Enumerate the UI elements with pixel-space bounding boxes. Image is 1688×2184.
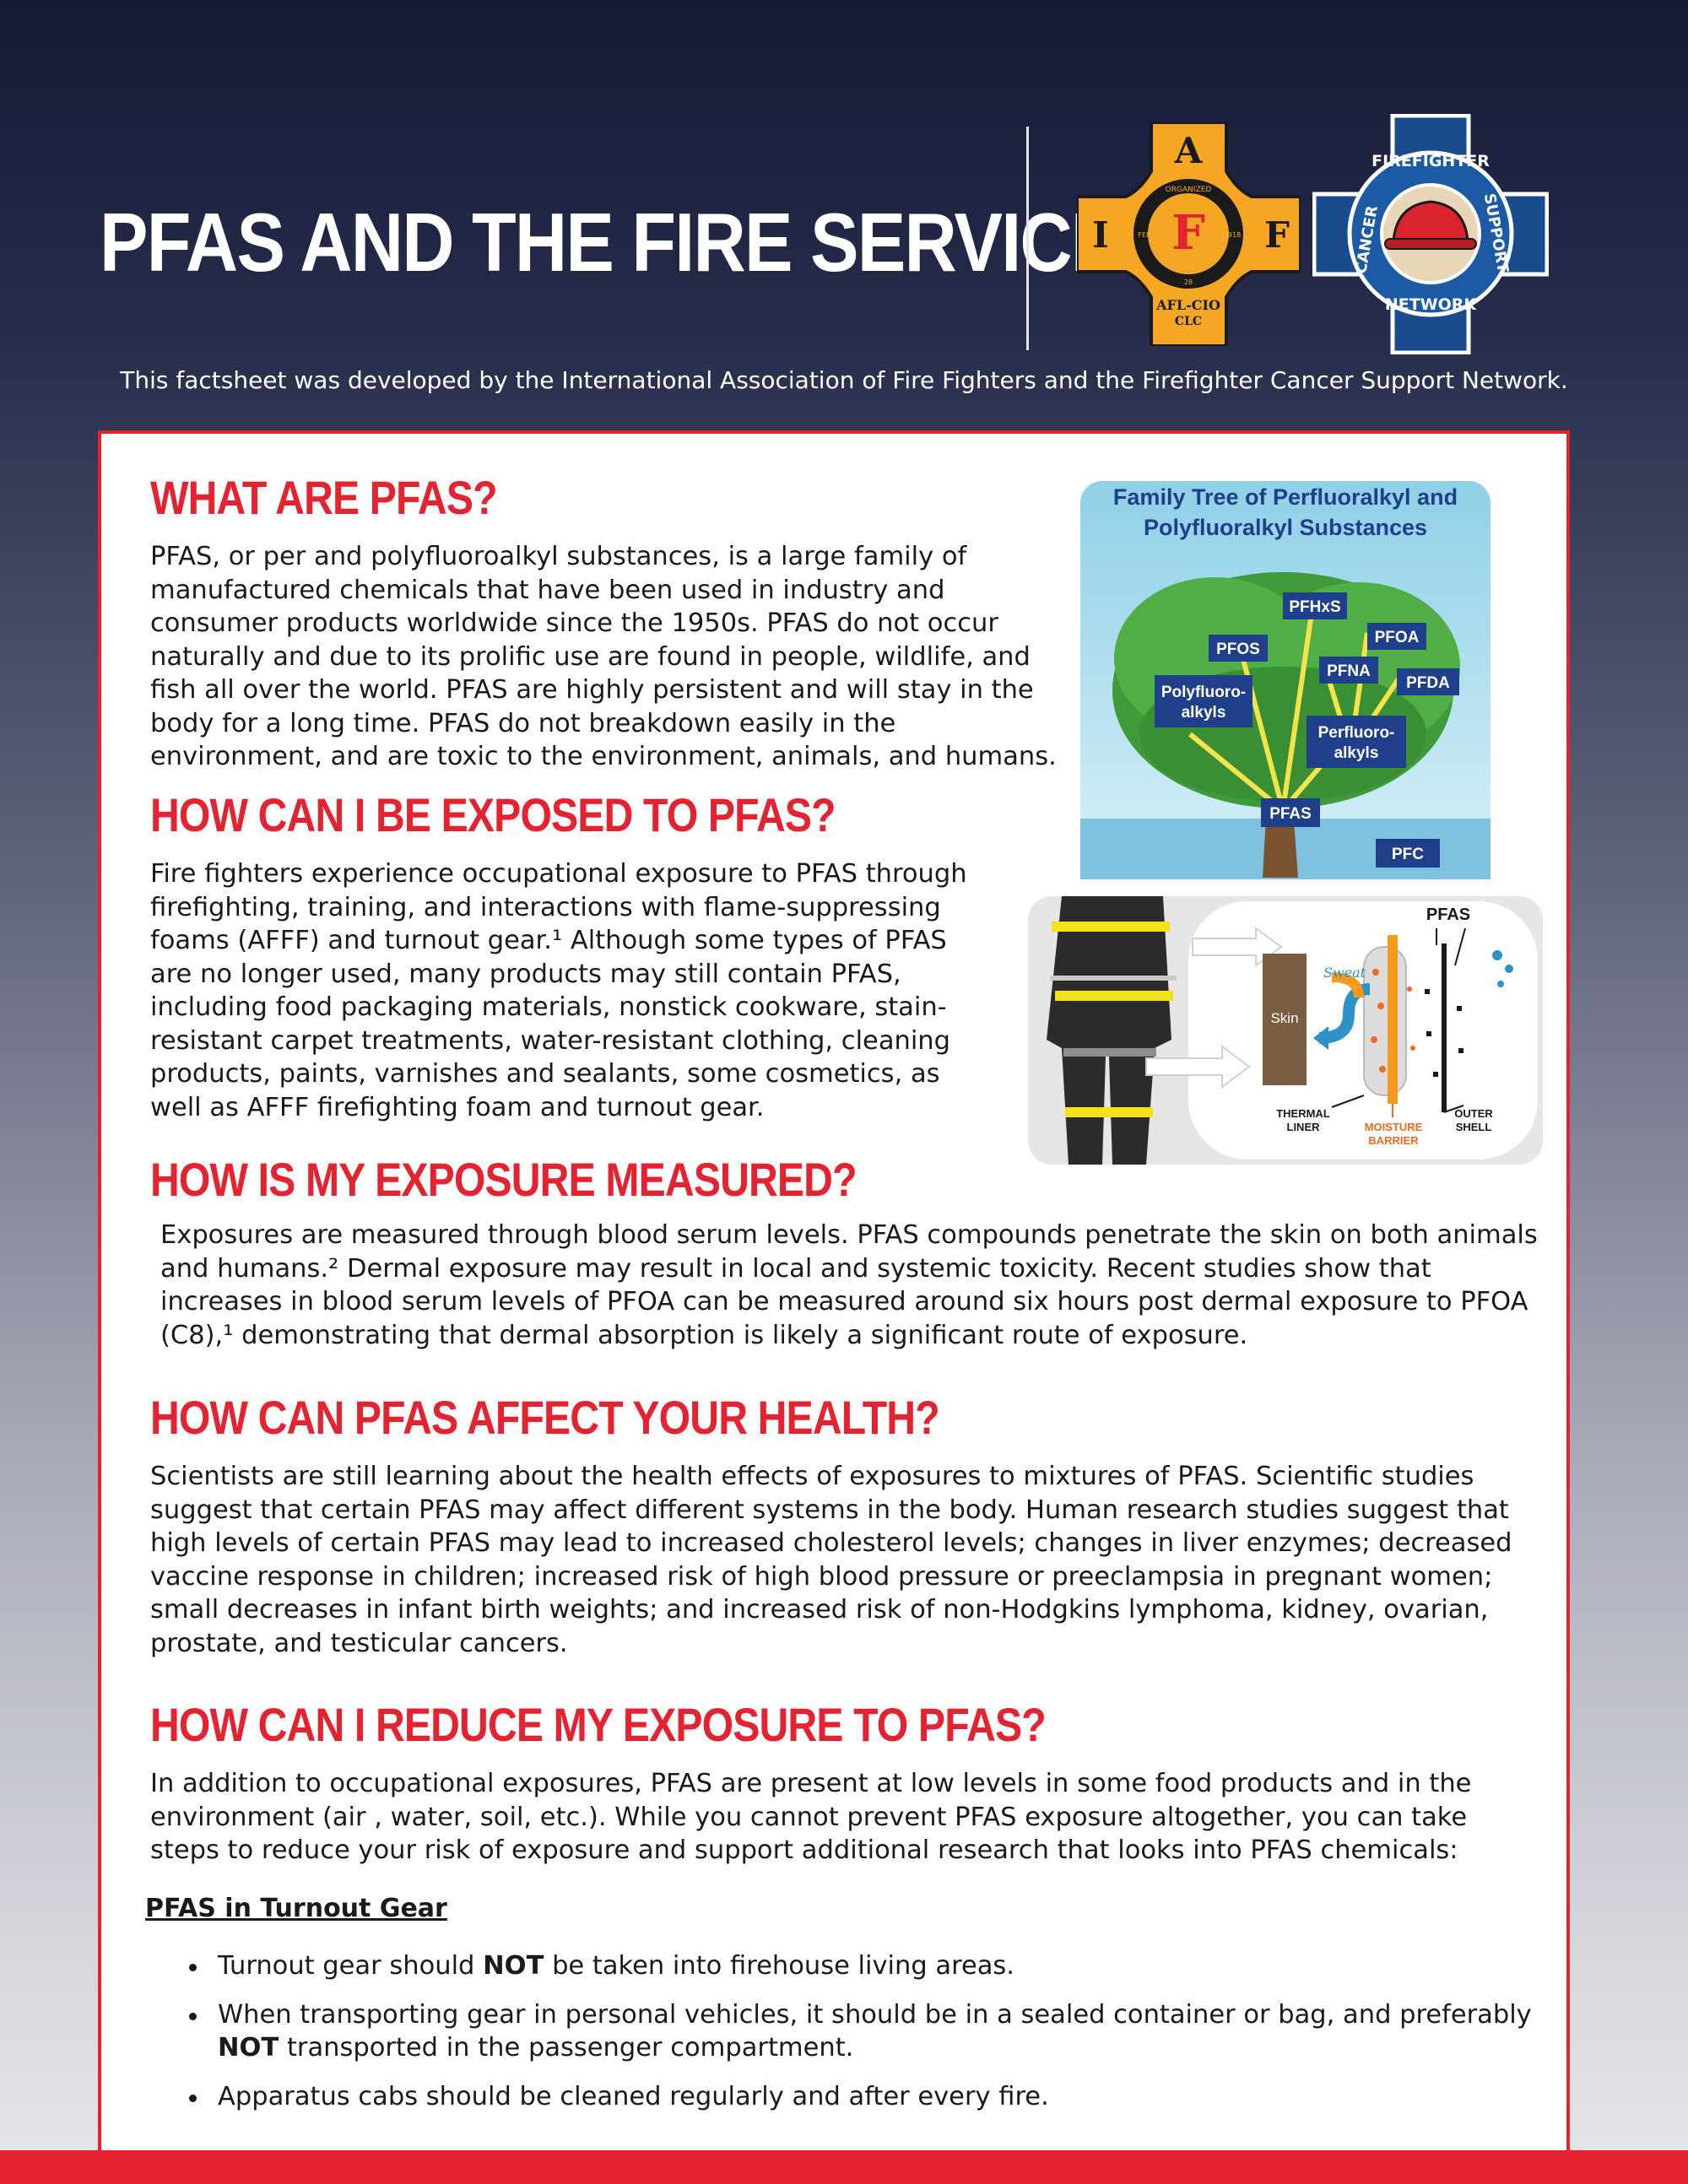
gear-label-thermal-liner-2: LINER <box>1287 1121 1321 1133</box>
tree-label-perfluoro: Perfluoro- <box>1318 724 1395 742</box>
fcsn-logo: FIREFIGHTER CANCER SUPPORT NETWORK <box>1312 114 1549 354</box>
tree-label-pfna: PFNA <box>1327 662 1371 680</box>
paragraph-exposure-measured: Exposures are measured through blood ser… <box>160 1220 1538 1350</box>
list-item: Turnout gear should NOT be taken into fi… <box>179 1949 1538 1983</box>
tree-label-polyfluoro-2: alkyls <box>1182 704 1226 722</box>
iaff-letter-f-right: F <box>1264 214 1290 256</box>
heading-exposure-measured: HOW IS MY EXPOSURE MEASURED? <box>150 1153 858 1206</box>
iaff-bottom-text: AFL-CIO <box>1155 297 1220 313</box>
tree-label-pfhxs: PFHxS <box>1289 598 1340 616</box>
factsheet-credit: This factsheet was developed by the Inte… <box>120 366 1568 394</box>
footer-bar <box>0 2150 1688 2184</box>
list-item: When transporting gear in personal vehic… <box>179 1998 1538 2065</box>
iaff-letter-i: I <box>1092 214 1109 256</box>
tree-label-pfos: PFOS <box>1216 641 1260 658</box>
tree-label-pfoa: PFOA <box>1375 629 1420 646</box>
fcsn-bottom-text: NETWORK <box>1385 295 1478 314</box>
page-title: PFAS AND THE FIRE SERVICE <box>100 196 1119 289</box>
tree-label-perfluoro-2: alkyls <box>1334 744 1379 762</box>
iaff-logo: A I F F ORGANIZED FEB 1918 28 AFL-CIO CL… <box>1077 122 1301 346</box>
heading-how-exposed: HOW CAN I BE EXPOSED TO PFAS? <box>150 788 836 841</box>
fcsn-top-text: FIREFIGHTER <box>1372 152 1490 170</box>
heading-what-are-pfas: WHAT ARE PFAS? <box>150 471 498 524</box>
gear-label-thermal-liner: THERMAL <box>1276 1107 1330 1120</box>
pfas-family-tree-figure: Family Tree of Perfluoralkyl and Polyflu… <box>1080 481 1491 879</box>
tree-title-line-1: Family Tree of Perfluoralkyl and <box>1113 484 1458 510</box>
iaff-bottom-text-2: CLC <box>1175 315 1202 328</box>
tree-label-pfas: PFAS <box>1269 805 1312 823</box>
tree-label-pfc: PFC <box>1392 846 1424 863</box>
iaff-ring-text: ORGANIZED <box>1166 186 1212 194</box>
paragraph-what-are-pfas: PFAS, or per and polyfluoroalkyl substan… <box>150 542 1057 771</box>
gear-label-moisture-barrier: MOISTURE <box>1365 1121 1423 1133</box>
heading-reduce-exposure: HOW CAN I REDUCE MY EXPOSURE TO PFAS? <box>150 1698 1047 1751</box>
list-item: Apparatus cabs should be cleaned regular… <box>179 2080 1538 2114</box>
gear-label-moisture-barrier-2: BARRIER <box>1368 1134 1419 1147</box>
gear-label-outer-shell-2: SHELL <box>1456 1121 1492 1133</box>
turnout-gear-layers-figure: Skin Sweat PFAS THERMAL LINER MOISTURE B… <box>1028 896 1543 1165</box>
tree-title-line-2: Polyfluoralkyl Substances <box>1144 515 1427 540</box>
turnout-gear-list: Turnout gear should NOT be taken into fi… <box>179 1949 1538 2128</box>
subheading-turnout-gear: PFAS in Turnout Gear <box>145 1894 447 1923</box>
paragraph-how-exposed: Fire fighters experience occupational ex… <box>150 859 967 1122</box>
iaff-letter-f-center: F <box>1171 205 1205 261</box>
iaff-date: 28 <box>1184 278 1193 286</box>
paragraph-health-effects: Scientists are still learning about the … <box>150 1462 1512 1658</box>
heading-health-effects: HOW CAN PFAS AFFECT YOUR HEALTH? <box>150 1391 940 1444</box>
gear-label-sweat: Sweat <box>1323 965 1366 981</box>
tree-label-polyfluoro: Polyfluoro- <box>1161 684 1246 701</box>
iaff-year-left: FEB <box>1138 231 1150 239</box>
tree-label-pfda: PFDA <box>1406 674 1450 692</box>
header-divider <box>1026 127 1029 350</box>
paragraph-reduce-exposure: In addition to occupational exposures, P… <box>150 1769 1472 1865</box>
iaff-year-right: 1918 <box>1224 231 1241 239</box>
iaff-letter-a: A <box>1174 130 1204 171</box>
gear-label-pfas: PFAS <box>1426 905 1470 924</box>
gear-label-skin: Skin <box>1270 1010 1298 1026</box>
firefighter-figure <box>1047 896 1177 1165</box>
gear-label-outer-shell: OUTER <box>1454 1107 1493 1120</box>
